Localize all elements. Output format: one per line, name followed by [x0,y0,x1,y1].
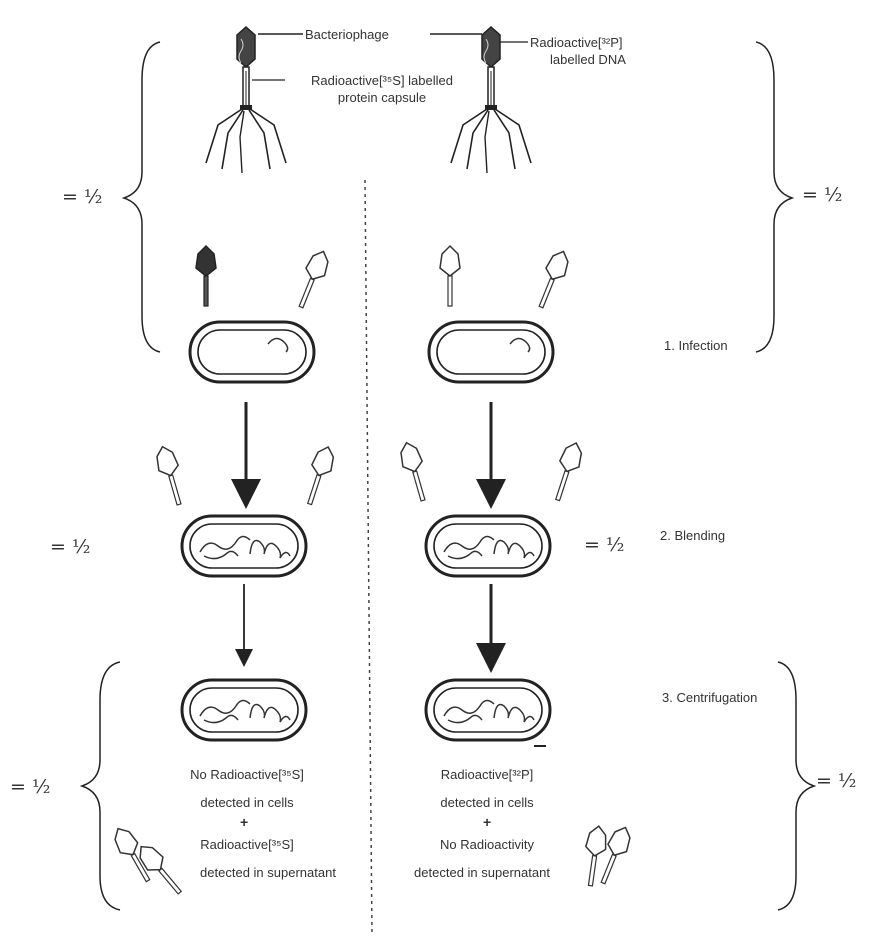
result-right-line1: Radioactive[³²P] [440,767,534,782]
radioactive-p-label: Radioactive[³²P] labelled DNA [530,34,626,68]
phage-free-left-a [152,443,190,508]
result-right-line3: No Radioactivity [440,837,534,852]
half-mark-5: = ½ [10,776,51,798]
radioactive-p-label-line2: labelled DNA [550,52,626,67]
phage-free-left-b [299,443,339,508]
radioactive-s-label: Radioactive[³⁵S] labelled protein capsul… [282,72,482,106]
plus-left: + [240,814,249,830]
phage-head-empty-right-b [530,246,574,312]
phage-head-dark-left [195,245,217,307]
cell-infection-right [427,320,555,384]
brace-left-bottom [79,661,121,911]
stage-centrifugation: 3. Centrifugation [662,690,758,705]
cell-infection-left [188,320,316,384]
half-mark-4: = ½ [584,534,625,556]
brace-right-bottom [777,661,817,911]
bacteriophage-label: Bacteriophage [305,27,389,42]
phage-free-right-a [396,439,434,504]
half-mark-2: = ½ [802,184,843,206]
brace-left-top [121,41,161,353]
phage-head-empty-right-a [439,245,461,307]
phage-head-empty-left [290,246,334,312]
result-left-line2: detected in cells [200,795,294,810]
half-mark-6: = ½ [816,770,857,792]
cell-centrifugation-right [424,678,552,742]
cell-centrifugation-left [180,678,308,742]
half-mark-3: = ½ [50,536,91,558]
center-divider [364,179,373,936]
half-mark-1: = ½ [62,186,103,208]
radioactive-p-label-line1: Radioactive[³²P] [530,35,623,50]
result-left-line3: Radioactive[³⁵S] [200,837,294,852]
plus-right: + [483,814,492,830]
cell-blending-left [180,514,308,578]
cell-blending-right [424,514,552,578]
result-left-line1: No Radioactive[³⁵S] [190,767,304,782]
stage-blending: 2. Blending [660,528,726,543]
radioactive-s-label-line2: protein capsule [337,90,427,105]
stage-infection: 1. Infection [664,338,728,353]
result-right-line2: detected in cells [440,795,534,810]
phage-protein-labelled [205,26,287,174]
radioactive-s-label-line1: Radioactive[³⁵S] labelled [311,73,453,88]
phage-free-right-b [547,439,587,504]
result-left-line4: detected in supernatant [200,865,336,880]
brace-right-top [755,41,795,353]
result-right-line4: detected in supernatant [414,865,550,880]
